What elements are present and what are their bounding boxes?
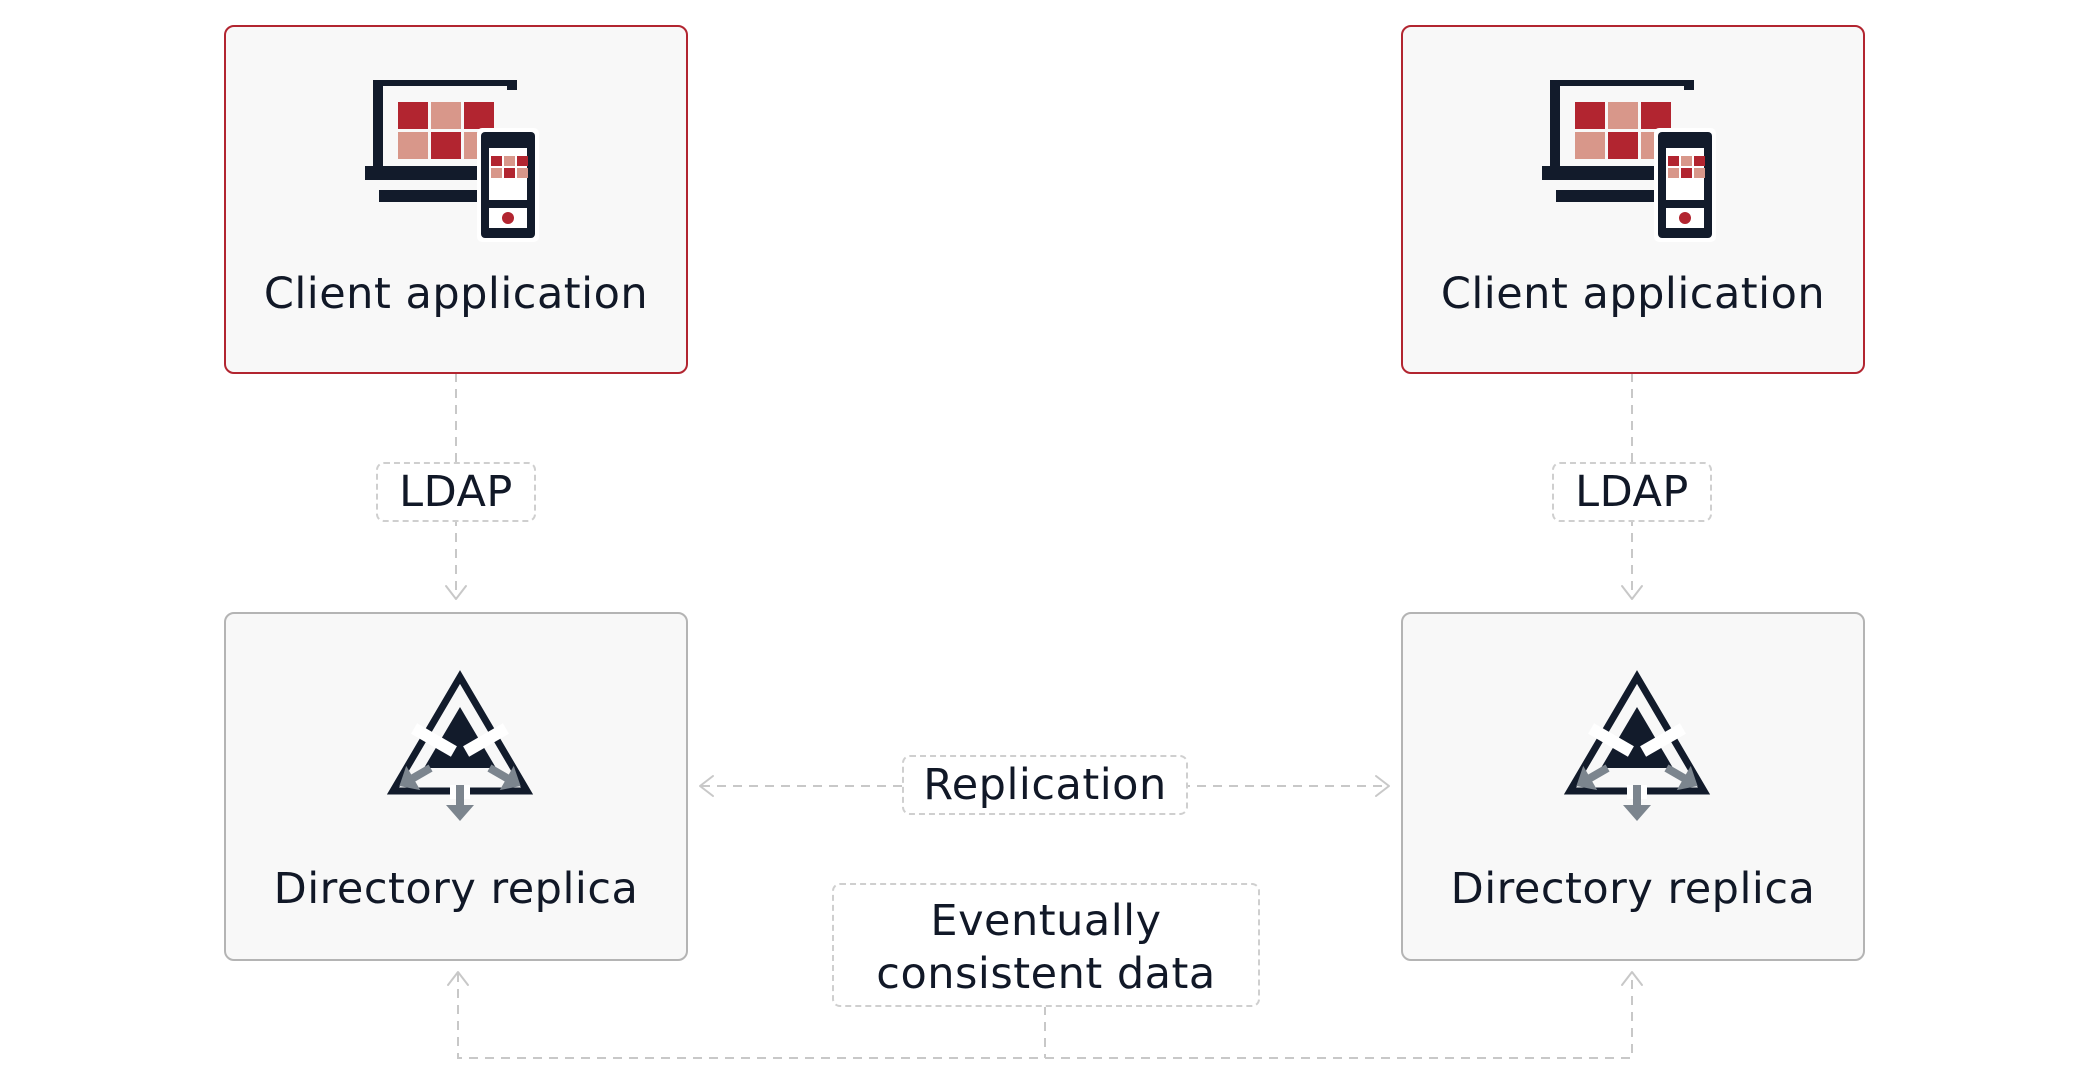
directory-replica-left: Directory replica [224,612,688,961]
node-label: Directory replica [273,864,639,914]
node-label: Client application [263,269,649,319]
replication-text: Replication [923,760,1167,810]
arrowhead-down-right [1621,585,1643,600]
ldap-left-label: LDAP [376,462,536,522]
arrowhead-replication-right [1375,775,1390,797]
ldap-right-label: LDAP [1552,462,1712,522]
consistency-line-1: Eventually [930,896,1162,946]
node-label: Client application [1440,269,1826,319]
client-application-left: Client application [224,25,688,374]
devices-icon [365,80,539,242]
arrowhead-down-left [445,585,467,600]
devices-icon [1542,80,1716,242]
ldap-left-text: LDAP [399,467,513,517]
replication-label: Replication [902,755,1188,815]
directory-replica-right: Directory replica [1401,612,1865,961]
consistency-label: Eventually consistent data [832,883,1260,1007]
consistency-line-2: consistent data [876,949,1216,999]
client-application-right: Client application [1401,25,1865,374]
replica-triangle-icon [1563,670,1711,821]
node-label: Directory replica [1450,864,1816,914]
arrowhead-up-right [1621,971,1643,986]
ldap-right-text: LDAP [1575,467,1689,517]
arrowhead-replication-left [699,775,714,797]
arrowhead-up-left [447,971,469,986]
replica-triangle-icon [386,670,534,821]
